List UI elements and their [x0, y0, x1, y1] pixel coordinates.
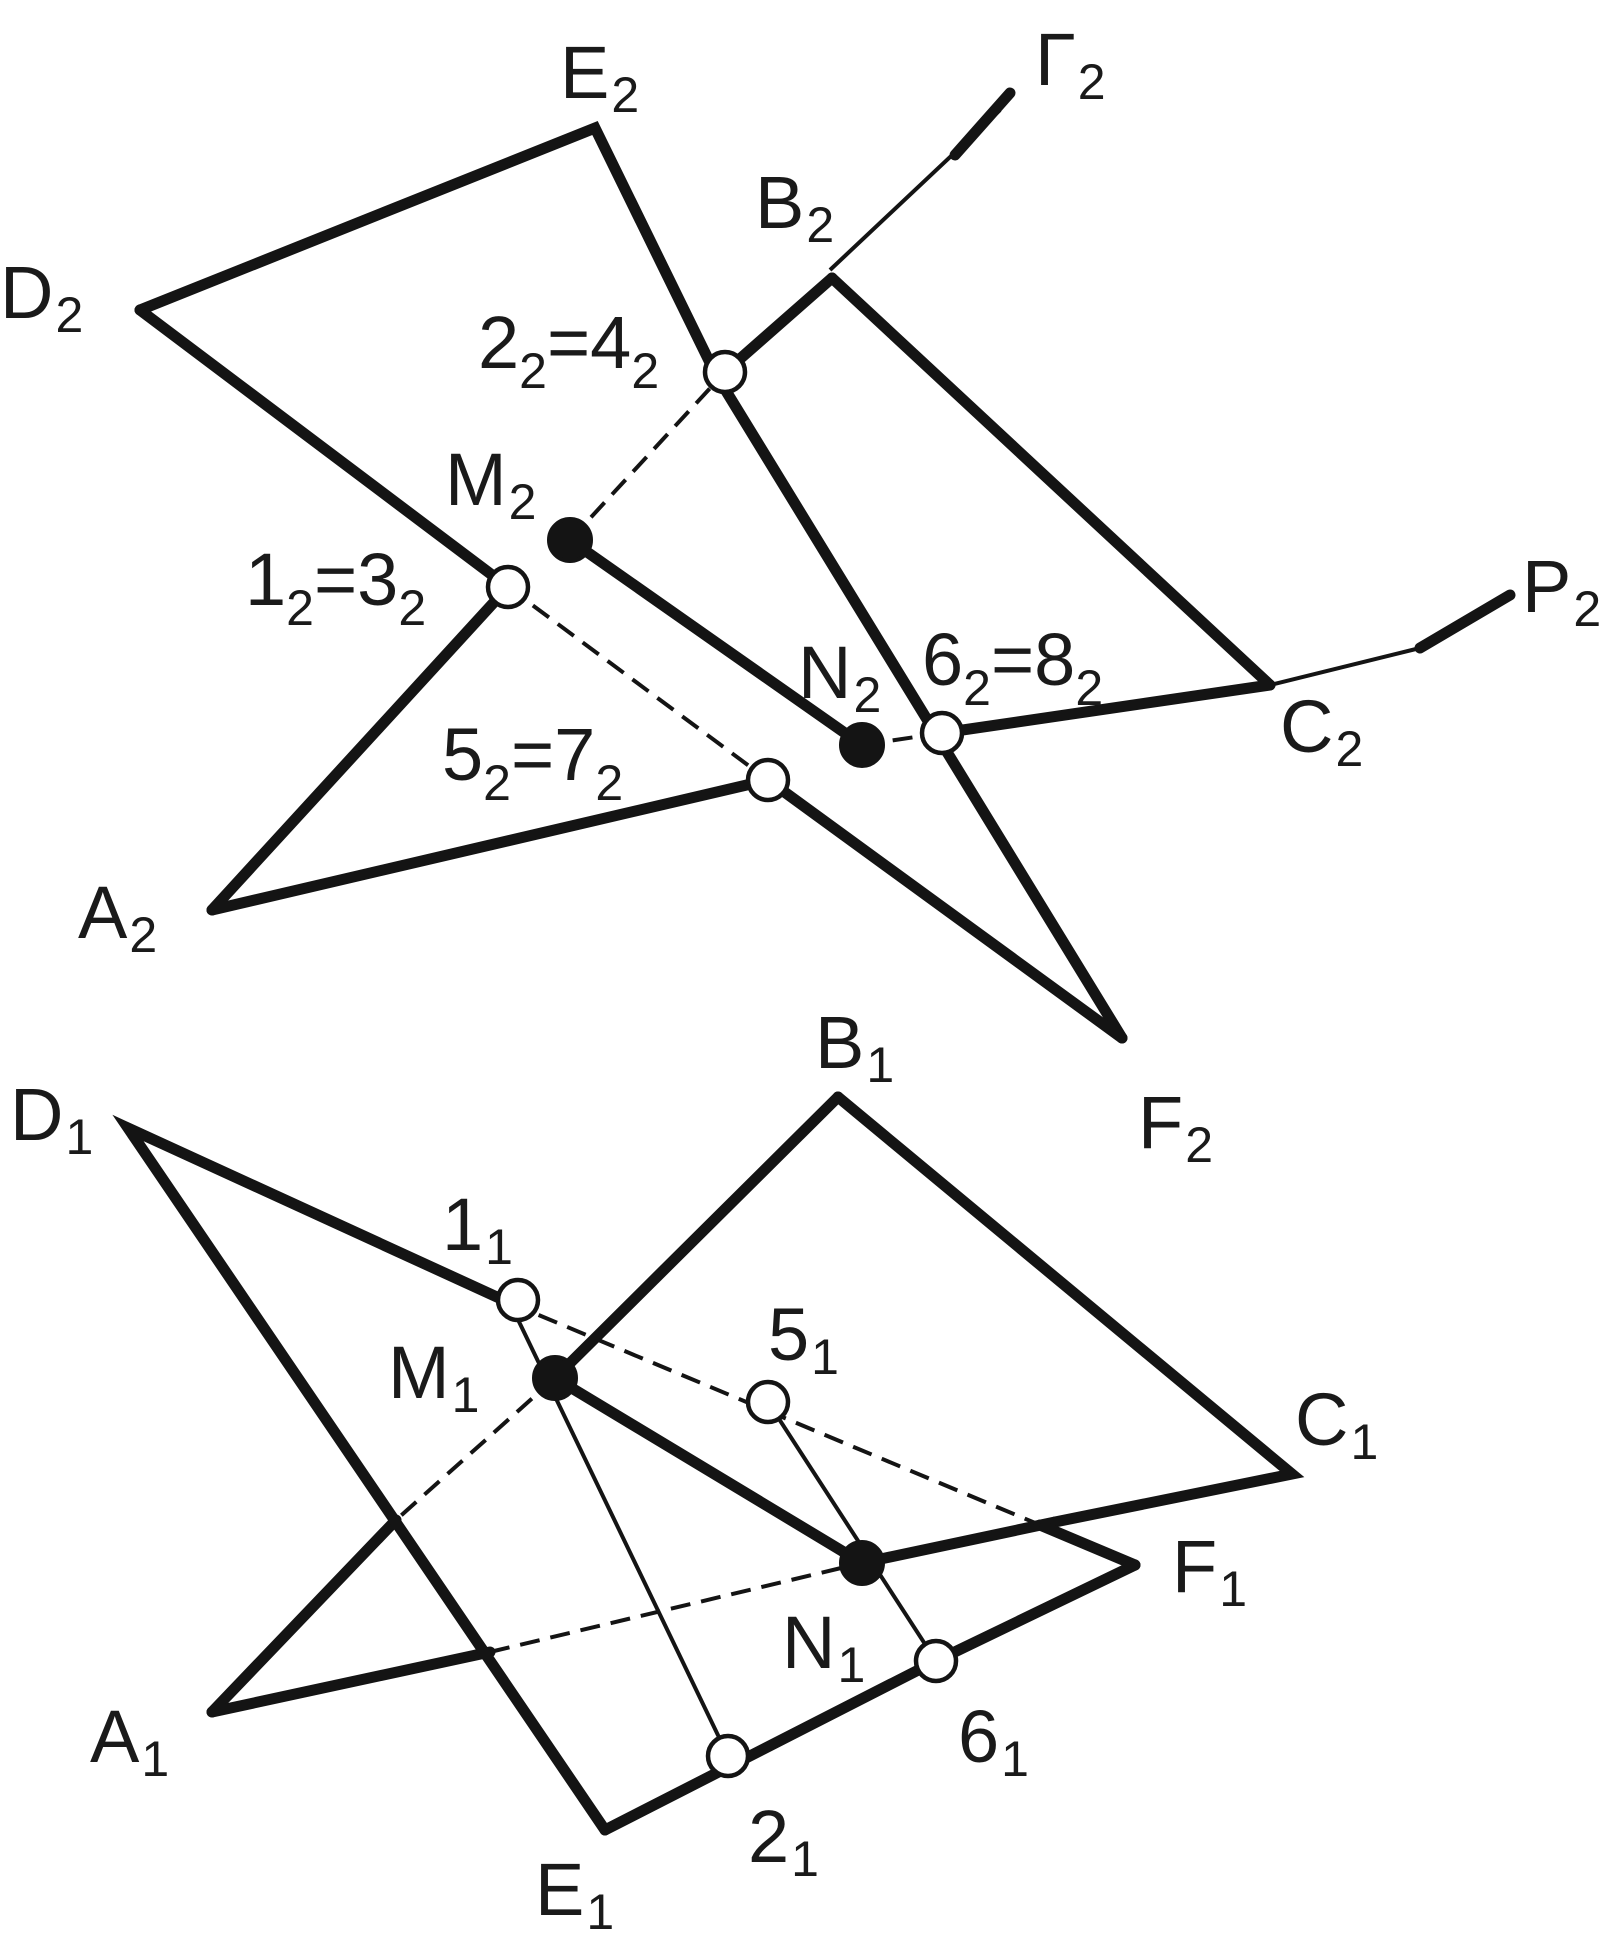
triangle-def-edge-df-upper	[134, 304, 514, 593]
triangle-abc-edge-ab-top-lower	[206, 1514, 402, 1718]
label-b1: B1	[815, 1001, 894, 1093]
triangle-abc-edge-ca	[936, 679, 1276, 739]
label-5-eq-7-front: 52=72	[442, 713, 623, 811]
label-m2: M2	[445, 438, 536, 530]
label-2-top: 21	[748, 1795, 819, 1887]
label-gamma2: Γ2	[1035, 18, 1106, 110]
point-m1	[532, 1355, 578, 1401]
label-e1: E1	[535, 1848, 614, 1940]
label-m1: M1	[388, 1331, 479, 1423]
label-n1: N1	[782, 1601, 865, 1693]
triangle-abc-edge-ab-upper	[719, 272, 838, 378]
trace-p-thick-end	[1414, 589, 1516, 654]
label-1-eq-3-front: 12=32	[245, 538, 426, 636]
label-d2: D2	[0, 251, 83, 343]
point-2-top	[705, 1733, 751, 1779]
triangle-def-edge-ef-lower	[709, 367, 1128, 1044]
triangle-abc-edge-ab-lower	[206, 581, 514, 916]
point-n1	[839, 1540, 885, 1586]
point-1-top	[495, 1277, 541, 1323]
trace-p-thin	[1269, 646, 1421, 687]
label-a2: A2	[78, 871, 157, 963]
triangle-abc-edge-bc-top	[832, 1091, 1305, 1528]
label-6-top: 61	[958, 1695, 1029, 1787]
label-5-top: 51	[768, 1293, 839, 1385]
triangle-def-edge-df-top-right	[1034, 1519, 1141, 1571]
point-n2	[839, 722, 885, 768]
triangle-abc-edge-ab-top-upper	[549, 1091, 844, 1384]
front-view: E2 Γ2 B2 D2 22=42 M2 12=32 N2 62=82 P2 C…	[0, 18, 1601, 1173]
triangle-def-edge-de-top	[112, 1114, 611, 1836]
top-view: B1 D1 11 M1 51 C1 F1 N1 A1 61 21 E1	[10, 1001, 1378, 1940]
hidden-line-13-to-57	[506, 585, 770, 782]
label-2-eq-4-front: 22=42	[478, 301, 659, 399]
point-57-front	[745, 757, 791, 803]
triangle-abc-edge-ca-top-left	[206, 1646, 496, 1718]
point-m2	[547, 517, 593, 563]
hidden-line-m2-to-24	[568, 370, 727, 542]
intersection-line-mn-front	[564, 534, 868, 751]
hidden-line-ca-top	[489, 1561, 863, 1654]
hidden-line-ab-top	[394, 1376, 557, 1522]
point-13-front	[485, 564, 531, 610]
construction-line-5-6	[766, 1400, 938, 1663]
intersection-line-mn-top	[549, 1372, 868, 1569]
triangle-abc-edge-bc	[826, 272, 1276, 691]
triangle-abc-edge-ca-top-right	[856, 1516, 1061, 1569]
point-6-top	[913, 1638, 959, 1684]
triangle-def-edge-df-lower	[762, 774, 1128, 1044]
label-6-eq-8-front: 62=82	[922, 618, 1103, 716]
label-n2: N2	[798, 631, 881, 723]
point-24-front	[702, 349, 748, 395]
label-c1: C1	[1295, 1378, 1378, 1470]
label-f2: F2	[1138, 1081, 1213, 1173]
label-f1: F1	[1172, 1525, 1247, 1617]
label-a1: A1	[90, 1695, 169, 1787]
trace-gamma-thick-end	[949, 87, 1016, 161]
label-p2: P2	[1522, 545, 1601, 637]
label-1-top: 11	[442, 1183, 513, 1275]
label-d1: D1	[10, 1073, 93, 1165]
triangle-abc-edge-ca-2	[206, 774, 774, 916]
triangle-def-edge-de	[134, 120, 721, 379]
label-b2: B2	[755, 161, 834, 253]
label-e2: E2	[560, 31, 639, 123]
point-68-front	[919, 710, 965, 756]
label-c2: C2	[1280, 685, 1363, 777]
point-5-top	[745, 1379, 791, 1425]
